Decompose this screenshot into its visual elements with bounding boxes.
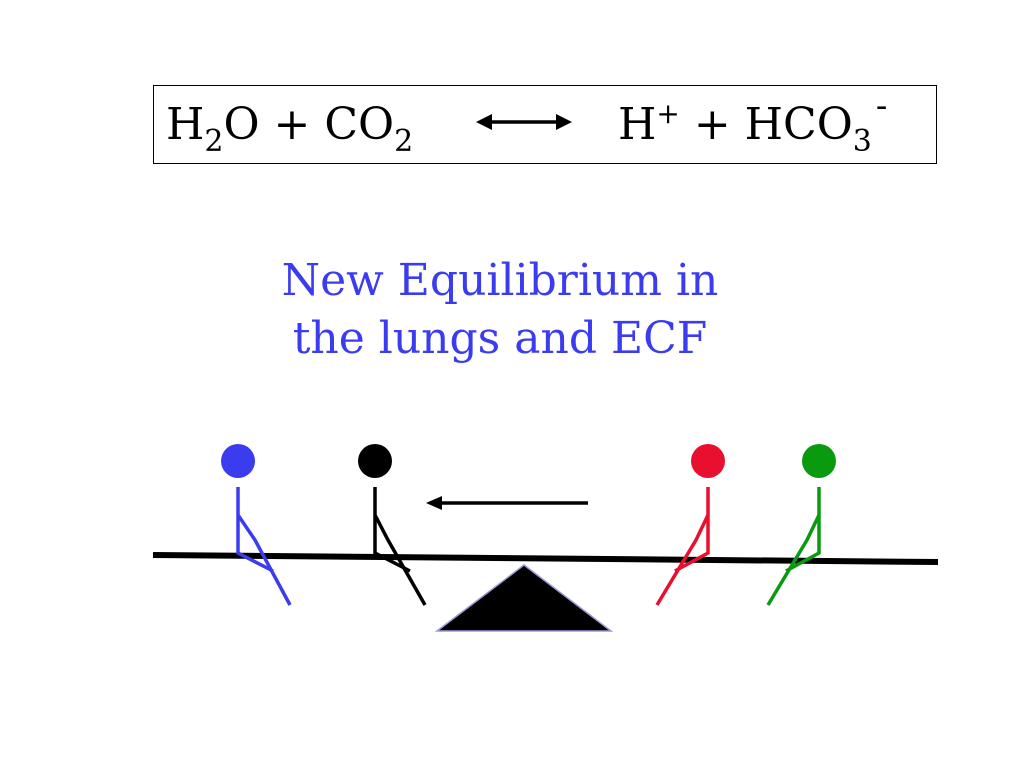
h2o-subscript: 2 [204, 124, 224, 159]
double-headed-arrow-icon [476, 114, 572, 130]
seesaw-plank [152, 552, 939, 565]
co2-subscript: 2 [394, 124, 414, 159]
green-figure [766, 444, 836, 606]
left-arrow-icon [426, 496, 588, 510]
hco3-minus-superscript: - [875, 86, 888, 126]
fulcrum-triangle [434, 564, 614, 632]
black-figure-back-leg [373, 515, 411, 573]
equation-reactants: H2O + CO2 [166, 99, 413, 157]
blue-figure-front-leg [236, 514, 292, 606]
black-figure [358, 444, 427, 606]
green-figure-head [802, 444, 836, 478]
equilibrium-caption: New Equilibrium in the lungs and ECF [230, 252, 770, 368]
blue-figure [221, 444, 292, 606]
blue-figure-back-leg [236, 515, 274, 573]
caption-line-2: the lungs and ECF [292, 313, 708, 364]
equation-products: H+ + HCO3- [618, 89, 887, 157]
black-figure-front-leg [373, 514, 427, 606]
caption-line-1: New Equilibrium in [281, 255, 719, 306]
black-figure-head [358, 444, 392, 478]
red-figure-back-leg [674, 515, 710, 573]
blue-figure-head [221, 444, 255, 478]
h-plus-superscript: + [656, 97, 680, 130]
reactant-o-co: O + CO [223, 99, 395, 150]
hco3-subscript: 3 [852, 124, 872, 159]
red-figure-head [691, 444, 725, 478]
product-hco: + HCO [679, 99, 853, 150]
green-figure-front-leg [766, 514, 821, 606]
green-figure-back-leg [785, 515, 821, 573]
red-figure-front-leg [655, 514, 710, 606]
product-h: H [618, 99, 657, 150]
equation-box: H2O + CO2 H+ + HCO3- [153, 85, 937, 164]
reactant-h: H [166, 99, 205, 150]
red-figure [655, 444, 725, 606]
